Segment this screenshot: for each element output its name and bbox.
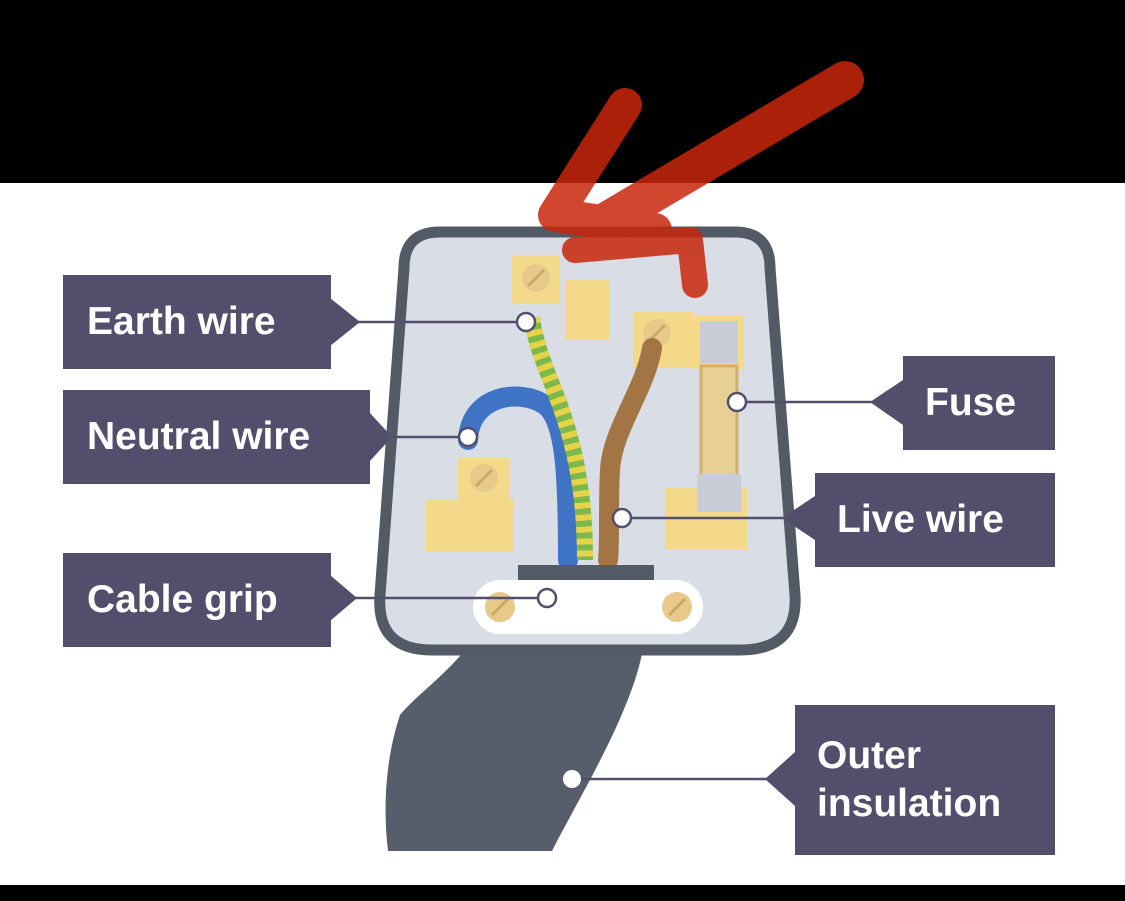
anchor-dots [457,311,748,609]
neutral-terminal [426,458,514,552]
outer-insulation-label: Outer insulation [795,705,1055,855]
outer-cable [385,600,647,851]
earth-wire-stripe [524,316,593,561]
earth-terminal [512,255,609,340]
red-arrow-icon [538,61,864,298]
grip-anchor-dot [536,587,558,609]
earth-anchor-dot [515,311,537,333]
bottom-black-band [0,885,1125,901]
fuse-label: Fuse [903,356,1055,450]
cable-grip-component [473,565,703,634]
fuse-anchor-dot [726,391,748,413]
live-wire-body [598,338,662,570]
live-anchor-dot [611,507,633,529]
top-black-band [0,0,1125,183]
neutral-wire-body [458,386,578,570]
earth-wire-label: Earth wire [63,275,331,369]
neutral-anchor-dot [457,426,479,448]
live-wire-label: Live wire [815,473,1055,567]
neutral-wire-label: Neutral wire [63,390,370,484]
cable-grip-label: Cable grip [63,553,331,647]
insulation-anchor-dot [563,770,581,788]
leader-lines [355,320,880,781]
label-pointers [330,298,903,806]
